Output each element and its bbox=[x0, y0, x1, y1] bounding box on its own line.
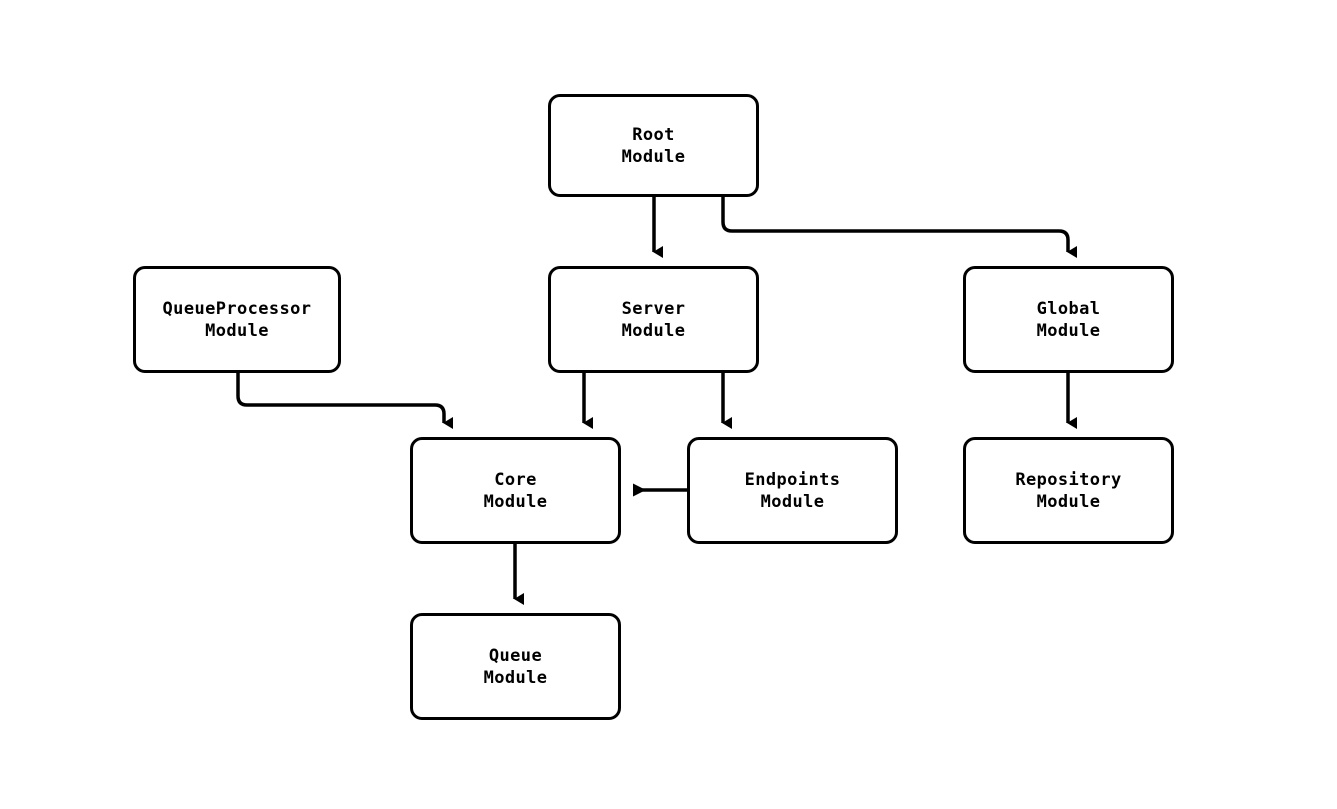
node-label-line1: Queue bbox=[488, 645, 543, 666]
node-queue-module[interactable]: Queue Module bbox=[410, 613, 621, 720]
node-label-line1: Root bbox=[632, 124, 675, 145]
node-label-line1: Server bbox=[621, 298, 686, 319]
node-label-line1: Endpoints bbox=[744, 469, 841, 490]
node-label-line1: Global bbox=[1036, 298, 1101, 319]
node-label-line2: Module bbox=[205, 320, 269, 341]
node-label-line2: Module bbox=[1036, 491, 1101, 512]
edge-root-to-global bbox=[721, 197, 1077, 258]
node-repository-module[interactable]: Repository Module bbox=[963, 437, 1174, 544]
node-root-module[interactable]: Root Module bbox=[548, 94, 759, 197]
node-global-module[interactable]: Global Module bbox=[963, 266, 1174, 373]
node-core-module[interactable]: Core Module bbox=[410, 437, 621, 544]
node-label-line2: Module bbox=[483, 667, 548, 688]
node-label-line2: Module bbox=[760, 491, 825, 512]
node-queueprocessor-module[interactable]: QueueProcessor Module bbox=[133, 266, 341, 373]
node-label-line2: Module bbox=[1036, 320, 1101, 341]
node-label-line1: Core bbox=[494, 469, 537, 490]
node-label-line2: Module bbox=[621, 146, 686, 167]
node-label-line2: Module bbox=[621, 320, 686, 341]
node-endpoints-module[interactable]: Endpoints Module bbox=[687, 437, 898, 544]
edge-queueprocessor-to-core bbox=[236, 373, 453, 429]
node-label-line1: Repository bbox=[1015, 469, 1122, 490]
node-server-module[interactable]: Server Module bbox=[548, 266, 759, 373]
node-label-line2: Module bbox=[483, 491, 548, 512]
node-label-line1: QueueProcessor bbox=[162, 298, 312, 319]
